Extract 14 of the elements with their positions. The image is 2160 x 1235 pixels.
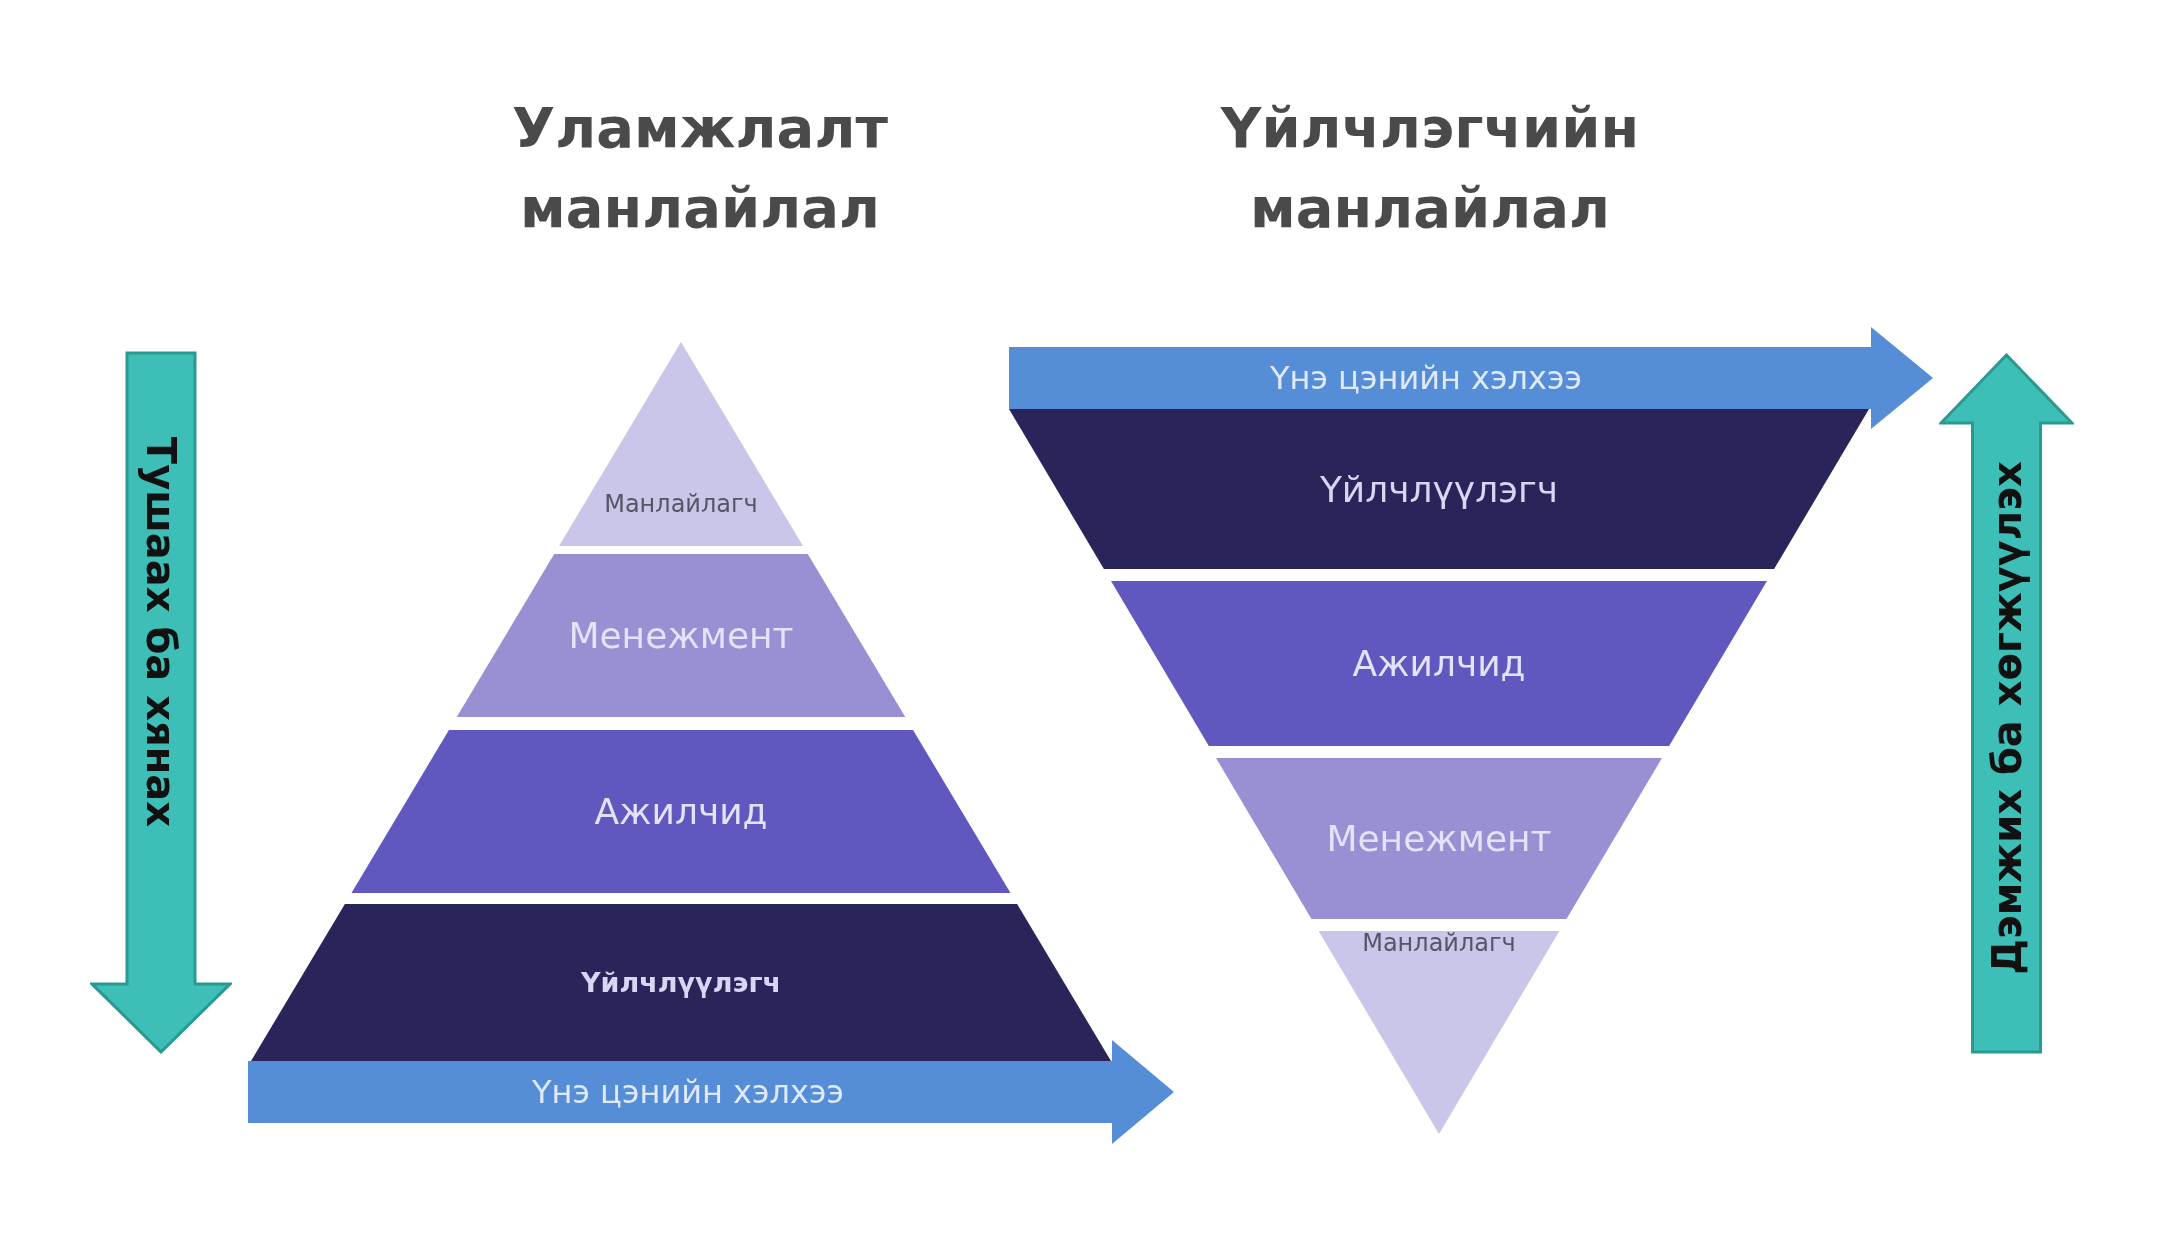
level-label: Менежмент — [568, 615, 794, 656]
arrow-label: Үнэ цэнийн хэлхээ — [1269, 359, 1583, 397]
column-title: Үйлчлэгчийн манлайлал — [1219, 94, 1641, 242]
arrow-label: Дэмжих ба хөгжүүлэх — [1983, 460, 2030, 975]
level-label: Үйлчлүүлэгч — [580, 967, 782, 998]
level-label: Манлайлагч — [1362, 928, 1516, 957]
level-label: Менежмент — [1326, 818, 1552, 859]
level-label: Ажилчид — [594, 791, 768, 832]
arrow-label: Үнэ цэнийн хэлхээ — [531, 1073, 845, 1111]
column-title: Уламжлалт манлайлал — [511, 94, 889, 242]
arrow-label: Тушаах ба хянах — [138, 437, 184, 828]
level-label: Манлайлагч — [604, 490, 758, 518]
level-label: Ажилчид — [1352, 643, 1526, 684]
level-label: Үйлчлүүлэгч — [1319, 468, 1559, 510]
